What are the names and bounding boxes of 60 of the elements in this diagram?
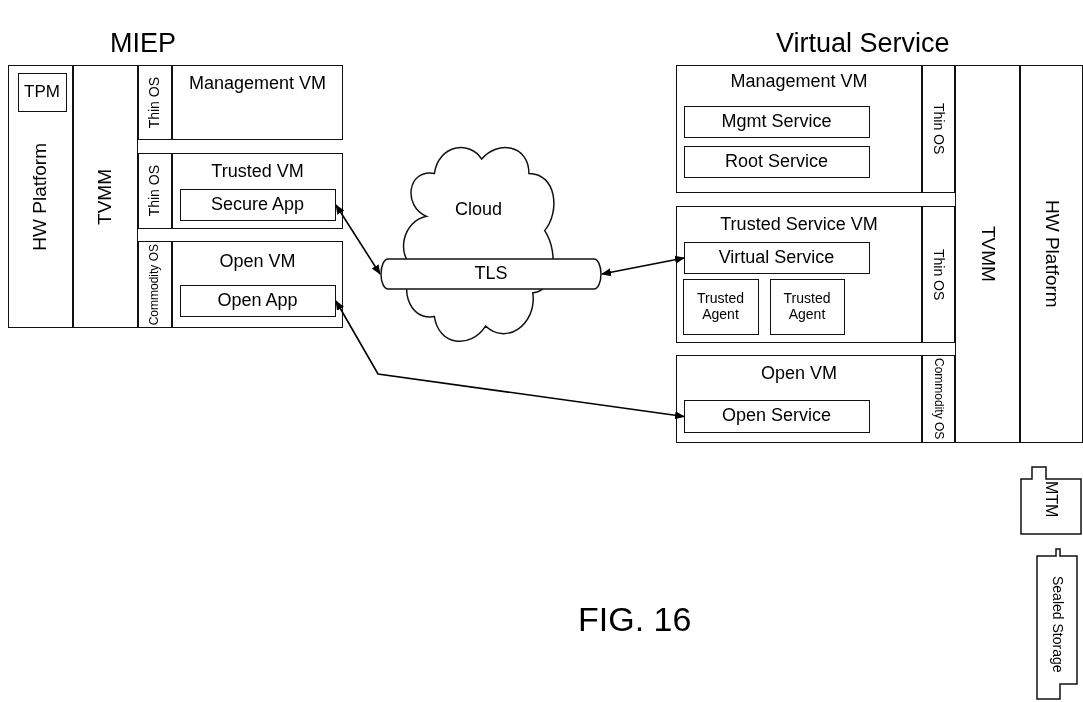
box-label: Root Service [724, 151, 828, 172]
os-layer-box [922, 355, 955, 443]
box-label: Thin OS [930, 248, 947, 301]
agent-box [769, 278, 845, 335]
box-label: Trusted Agent [696, 291, 745, 322]
section-heading: Virtual Service [776, 28, 950, 59]
vm-box [676, 355, 922, 443]
double-arrow [335, 204, 381, 275]
box-label: Trusted Service VM [720, 215, 878, 235]
vm-box [172, 241, 343, 328]
box-label: TVMM [977, 226, 998, 282]
os-layer-box [138, 241, 172, 328]
tvmm-box [73, 65, 138, 328]
section-heading: MIEP [110, 28, 176, 59]
hardware-platform-box [1020, 65, 1083, 443]
box-label: Open Service [721, 406, 832, 426]
double-arrow [335, 300, 685, 420]
hardware-platform-box [8, 65, 73, 328]
box-label: Trusted VM [211, 162, 304, 182]
double-arrow [601, 255, 685, 277]
service-box [683, 145, 870, 178]
box-label: Commodity OS [148, 243, 162, 326]
vm-box [676, 206, 922, 343]
figure-caption: FIG. 16 [578, 600, 692, 639]
box-label: TPM [24, 82, 60, 102]
app-box [179, 188, 336, 221]
box-label: TLS [474, 264, 508, 284]
box-label: Cloud [455, 200, 502, 220]
os-layer-box [138, 65, 172, 140]
box-label: Thin OS [147, 165, 163, 217]
box-label: Open VM [760, 364, 837, 384]
box-label: Sealed Storage [1049, 575, 1065, 673]
box-label: Secure App [210, 194, 305, 215]
service-box [683, 241, 870, 274]
tpm-box [17, 72, 67, 112]
box-label: HW Platform [1041, 200, 1062, 308]
service-box [683, 399, 870, 433]
box-label: Trusted Agent [782, 291, 832, 322]
box-label: Open App [217, 290, 298, 311]
app-box [179, 284, 336, 317]
os-layer-box [138, 153, 172, 229]
box-label: HW Platform [30, 142, 51, 251]
box-label: Thin OS [147, 76, 163, 129]
box-label: MTM [1042, 480, 1060, 518]
box-label: Open VM [219, 252, 296, 272]
box-label: TVMM [95, 168, 116, 225]
os-layer-box [922, 65, 955, 193]
tvmm-box [955, 65, 1020, 443]
box-label: Mgmt Service [721, 111, 832, 132]
box-label: Management VM [730, 72, 868, 92]
vm-box [172, 65, 343, 140]
os-layer-box [922, 206, 955, 343]
box-label: Thin OS [930, 103, 947, 155]
agent-box [682, 278, 759, 335]
vm-box [676, 65, 922, 193]
box-label: Management VM [188, 74, 327, 94]
vm-box [172, 153, 343, 229]
box-label: Virtual Service [718, 247, 835, 268]
box-label: Commodity OS [931, 358, 946, 440]
service-box [683, 105, 870, 138]
